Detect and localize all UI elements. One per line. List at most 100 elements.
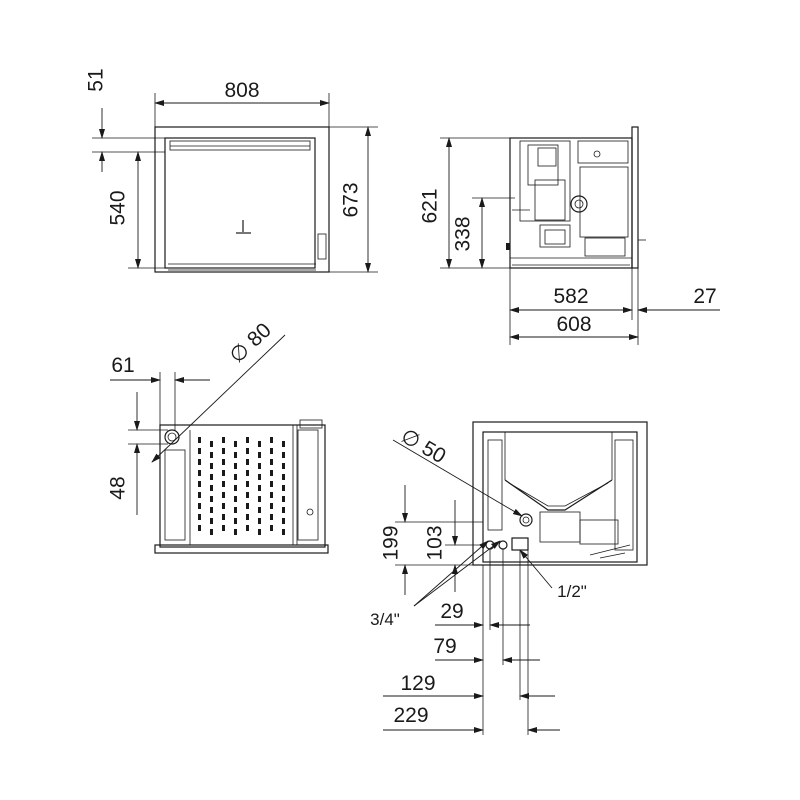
dim-top-flue-offset: 61 (111, 354, 134, 377)
flue-outlet-icon (164, 429, 180, 445)
vent-slot (222, 448, 225, 454)
dim-side-mid-height: 338 (452, 216, 475, 251)
vent-slot (222, 492, 225, 498)
vent-slot (270, 437, 273, 443)
vent-slot (198, 492, 201, 498)
vent-slot (234, 496, 237, 502)
vent-slot (258, 485, 261, 491)
vent-slot (210, 441, 213, 447)
dim-side-depth: 582 (553, 285, 588, 308)
vent-slot (234, 485, 237, 491)
vent-slot (246, 459, 249, 465)
vent-slot (258, 452, 261, 458)
dim-front-top-offset: 51 (85, 68, 108, 91)
vent-slot (282, 474, 285, 480)
vent-slot (198, 514, 201, 520)
vent-slot (234, 452, 237, 458)
vent-slot (246, 503, 249, 509)
top-view: 61 ∅ 80 48 (107, 319, 329, 554)
vent-slot (270, 459, 273, 465)
vent-slot (246, 470, 249, 476)
dim-rear-height-103: 103 (424, 525, 447, 560)
vent-slot (282, 452, 285, 458)
vent-slot (234, 507, 237, 513)
vent-slot (222, 437, 225, 443)
vent-slot (210, 507, 213, 513)
vent-slot (282, 507, 285, 513)
vent-slot (270, 448, 273, 454)
vent-slot (258, 518, 261, 524)
dim-side-back-plate: 27 (693, 285, 716, 308)
vent-slot (198, 525, 201, 531)
vent-slot (246, 514, 249, 520)
vent-slot (246, 437, 249, 443)
vent-slot (282, 529, 285, 535)
vent-slot (258, 463, 261, 469)
rear-inner-frame (482, 431, 638, 563)
vent-slot (222, 503, 225, 509)
dim-rear-pipe-three-quarter: 3/4" (370, 610, 400, 629)
top-body (159, 424, 326, 548)
dim-top-flue-depth: 48 (107, 476, 130, 499)
vent-slot (210, 474, 213, 480)
vent-slot (222, 514, 225, 520)
front-side-control (317, 233, 327, 260)
vent-slot (234, 529, 237, 535)
side-back-plate (631, 126, 639, 269)
dim-side-total-depth: 608 (556, 313, 591, 336)
vent-slots (198, 437, 285, 535)
vent-slot (198, 470, 201, 476)
vent-slot (270, 525, 273, 531)
vent-slot (210, 529, 213, 535)
dim-rear-offset-79: 79 (433, 635, 456, 658)
side-burner-icon (570, 195, 588, 213)
dim-side-height: 621 (419, 188, 442, 223)
vent-slot (198, 448, 201, 454)
rear-pipe-mid-icon (498, 540, 508, 550)
dim-rear-height-199: 199 (380, 525, 403, 560)
vent-slot (258, 529, 261, 535)
vent-slot (210, 518, 213, 524)
top-base-plate (154, 544, 329, 554)
vent-slot (270, 470, 273, 476)
vent-slot (258, 474, 261, 480)
dim-rear-pipe-half-inch: 1/2" (557, 582, 587, 601)
vent-slot (222, 481, 225, 487)
vent-slot (222, 459, 225, 465)
vent-slot (234, 441, 237, 447)
front-inner-frame (164, 137, 316, 269)
front-top-bar (169, 140, 311, 151)
dim-rear-offset-229: 229 (393, 704, 428, 727)
rear-view: ∅ 50 199 103 3/4" 1/2" 29 79 (370, 421, 648, 735)
vent-slot (246, 481, 249, 487)
vent-slot (210, 485, 213, 491)
dim-front-opening-height: 540 (107, 190, 130, 225)
vent-slot (282, 518, 285, 524)
vent-slot (222, 525, 225, 531)
dim-rear-offset-29: 29 (440, 600, 463, 623)
vent-slot (210, 496, 213, 502)
vent-slot (282, 485, 285, 491)
vent-slot (198, 481, 201, 487)
vent-slot (258, 496, 261, 502)
vent-slot (282, 441, 285, 447)
dim-front-width: 808 (224, 79, 259, 102)
vent-slot (282, 463, 285, 469)
door-handle-icon (236, 220, 251, 234)
side-gauge-icon (593, 150, 601, 158)
dim-rear-inlet-diameter: ∅ 50 (397, 425, 450, 469)
vent-slot (270, 492, 273, 498)
vent-slot (270, 514, 273, 520)
rear-hopper (504, 479, 613, 511)
vent-slot (246, 448, 249, 454)
dim-rear-offset-129: 129 (400, 672, 435, 695)
vent-slot (234, 463, 237, 469)
vent-slot (234, 518, 237, 524)
vent-slot (222, 470, 225, 476)
vent-slot (234, 474, 237, 480)
rear-valve-icon (511, 537, 529, 551)
vent-slot (282, 496, 285, 502)
dim-front-total-height: 673 (340, 182, 363, 217)
dim-top-flue-diameter: ∅ 80 (225, 319, 275, 368)
